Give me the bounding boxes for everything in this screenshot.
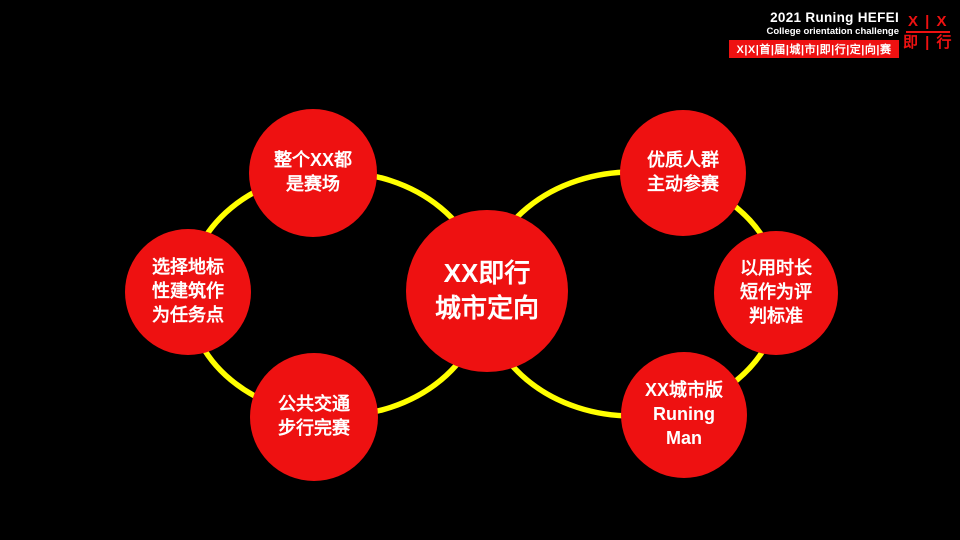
node-center-title: XX即行 城市定向: [406, 210, 568, 372]
event-logo: X | X 即 | 行: [902, 13, 954, 52]
header: 2021 Runing HEFEI College orientation ch…: [729, 10, 954, 58]
node-label: 以用时长 短作为评 判标准: [740, 258, 812, 326]
header-text-block: 2021 Runing HEFEI College orientation ch…: [729, 10, 899, 58]
node-city-runing-man: XX城市版 Runing Man: [621, 352, 747, 478]
node-label: 优质人群 主动参赛: [647, 150, 719, 194]
node-time-based-judging: 以用时长 短作为评 判标准: [714, 231, 838, 355]
header-title: 2021 Runing HEFEI: [770, 10, 899, 25]
node-public-transport-walk: 公共交通 步行完赛: [250, 353, 378, 481]
logo-bottom-row: 即 | 行: [902, 34, 954, 52]
node-label: 公共交通 步行完赛: [278, 394, 350, 438]
node-label: 整个XX都 是赛场: [273, 150, 352, 194]
logo-divider: [906, 31, 950, 34]
center-label: XX即行 城市定向: [434, 257, 539, 323]
node-whole-city-arena: 整个XX都 是赛场: [249, 109, 377, 237]
event-name-banner: X|X|首|届|城|市|即|行|定|向|赛: [729, 39, 899, 58]
logo-top-row: X | X: [907, 13, 949, 30]
header-subtitle: College orientation challenge: [766, 25, 900, 37]
node-label: XX城市版 Runing Man: [644, 380, 723, 448]
node-label: 选择地标 性建筑作 为任务点: [152, 257, 224, 325]
node-landmark-task-points: 选择地标 性建筑作 为任务点: [125, 229, 251, 355]
node-quality-participants: 优质人群 主动参赛: [620, 110, 746, 236]
